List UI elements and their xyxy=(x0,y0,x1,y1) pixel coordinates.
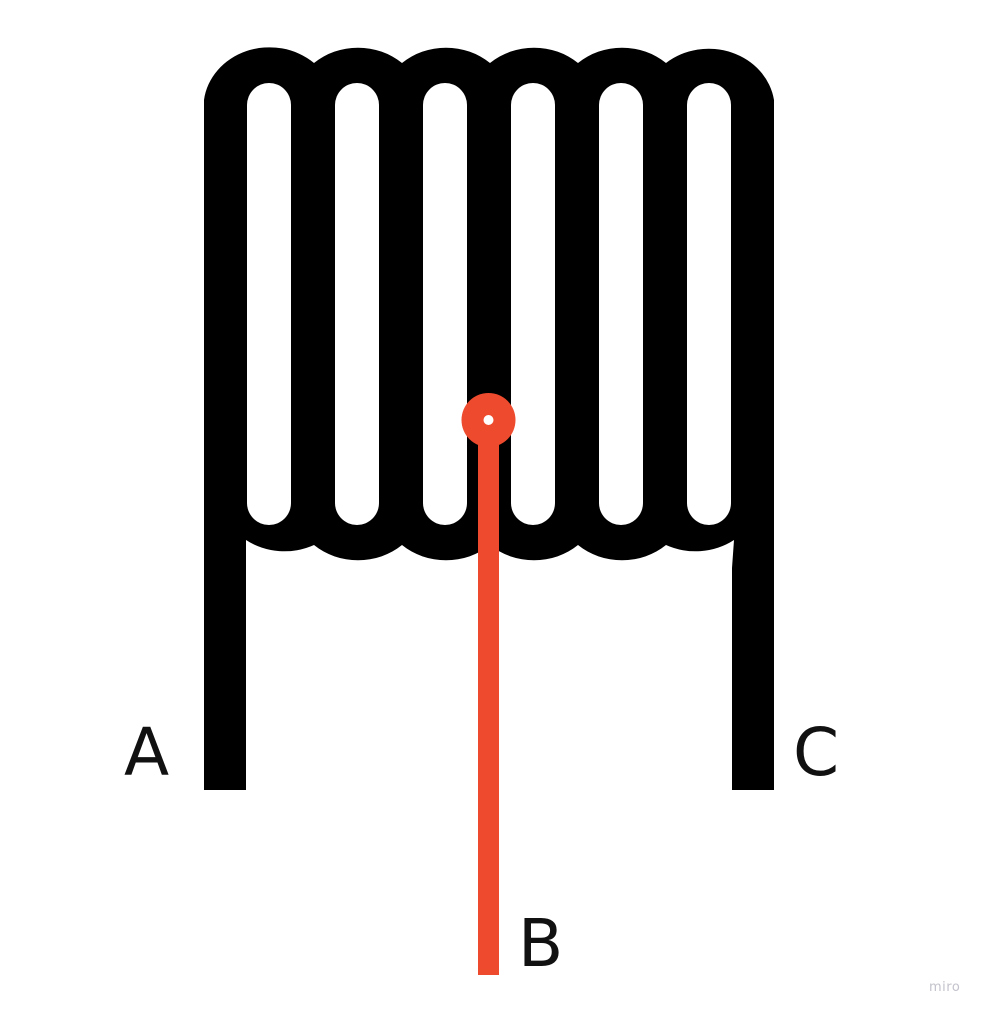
coil-gap xyxy=(423,83,467,525)
coil-gaps xyxy=(247,83,731,525)
coil-gap xyxy=(599,83,643,525)
wiper-contact-dot xyxy=(483,415,494,425)
wiper-lead xyxy=(478,420,499,975)
coil-gap xyxy=(335,83,379,525)
coil-gap xyxy=(247,83,291,525)
coil-gap xyxy=(687,83,731,525)
terminal-c-label: C xyxy=(793,714,840,791)
terminal-b-label: B xyxy=(518,905,564,982)
wiper xyxy=(461,393,516,975)
miro-watermark: miro xyxy=(929,980,961,995)
terminal-a-label: A xyxy=(124,714,170,791)
coil-gap xyxy=(511,83,555,525)
